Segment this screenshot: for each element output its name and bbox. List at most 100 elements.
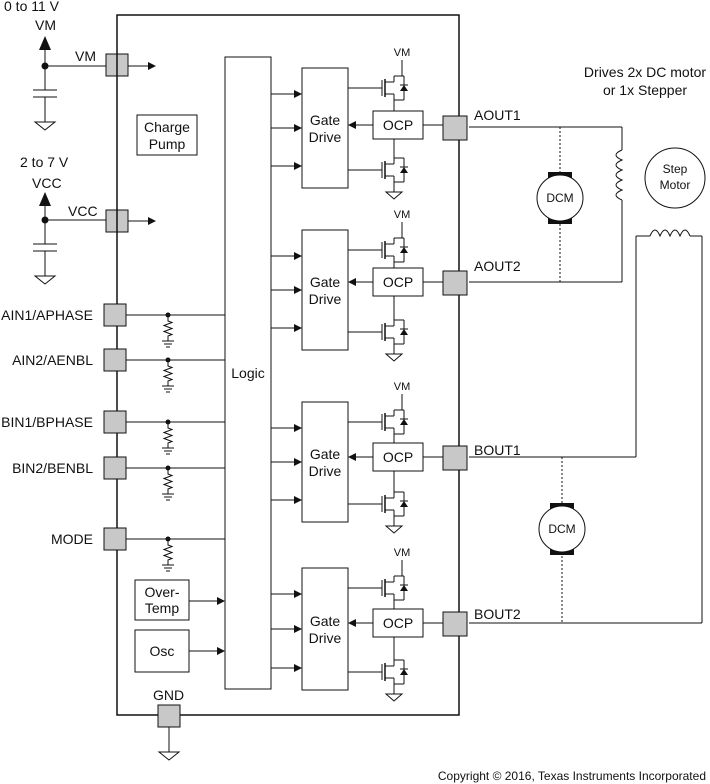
over-temp-label-1: Over- — [145, 584, 180, 600]
aout2-pin-label: AOUT2 — [474, 258, 521, 274]
vm-tag-label: VM — [394, 47, 411, 59]
mode-pulldown-resistor-icon — [162, 539, 174, 565]
bin2-pulldown-resistor-icon — [162, 468, 174, 494]
gate-drive-label-2: Drive — [309, 630, 342, 646]
vcc-supply: 2 to 7 V VCC VCC — [20, 154, 106, 285]
high-side-fet-icon — [381, 409, 408, 435]
stage-ground-icon — [384, 525, 404, 534]
logic-block — [224, 56, 272, 690]
output-stages: GateDriveVMOCPGateDriveVMOCPGateDriveVMO… — [271, 47, 468, 702]
aout2-pin — [442, 270, 468, 296]
aout1-pin-label: AOUT1 — [474, 107, 521, 123]
bout1-pin-label: BOUT1 — [474, 442, 521, 458]
vm-tag-label: VM — [394, 547, 411, 559]
ocp-block — [372, 267, 424, 297]
gate-drive-label-1: Gate — [310, 274, 341, 290]
ain2-pulldown-resistor-icon — [162, 360, 174, 386]
bout2-pin — [442, 611, 468, 637]
gate-drive-block — [301, 67, 349, 189]
ocp-label: OCP — [383, 615, 413, 631]
vm-supply-label: VM — [35, 17, 56, 33]
logic-label: Logic — [231, 365, 264, 381]
gate-drive-block — [301, 229, 349, 351]
dcm-a-motor-icon — [536, 174, 584, 222]
gate-drive-label-1: Gate — [310, 446, 341, 462]
vcc-pin-label: VCC — [68, 203, 98, 219]
gate-drive-label-1: Gate — [310, 613, 341, 629]
bin1-pin-label: BIN1/BPHASE — [1, 414, 93, 430]
bin1-pulldown-resistor-icon — [162, 422, 174, 448]
step-motor-label-2: Motor — [660, 178, 691, 192]
vm-ground-icon — [33, 121, 57, 131]
gnd-ground-icon — [157, 751, 181, 761]
low-side-fet-icon — [381, 659, 408, 685]
ocp-block — [372, 442, 424, 472]
dcm-b-motor-icon — [538, 505, 586, 553]
charge-pump-block — [136, 114, 198, 156]
charge-pump-label-2: Pump — [149, 136, 186, 152]
stage-ground-icon — [384, 191, 404, 200]
vcc-ground-icon — [33, 275, 57, 285]
vm-tag-label: VM — [394, 209, 411, 221]
gnd-pin-label: GND — [153, 687, 184, 703]
gate-drive-label-2: Drive — [309, 129, 342, 145]
bin2-pin-label: BIN2/BENBL — [12, 460, 93, 476]
ain1-pin — [103, 303, 127, 327]
high-side-fet-icon — [381, 75, 408, 101]
over-temp-label-2: Temp — [145, 600, 179, 616]
gate-drive-label-2: Drive — [309, 463, 342, 479]
vm-pin-label: VM — [75, 48, 96, 64]
ain2-pin-label: AIN2/AENBL — [12, 352, 93, 368]
ocp-label: OCP — [383, 274, 413, 290]
osc-block — [134, 629, 190, 673]
osc-label: Osc — [150, 643, 175, 659]
motor-wiring — [469, 126, 703, 624]
gate-drive-label-1: Gate — [310, 112, 341, 128]
bout2-pin-label: BOUT2 — [474, 606, 521, 622]
gate-drive-block — [301, 567, 349, 691]
gate-drive-block — [301, 401, 349, 523]
low-side-fet-icon — [381, 491, 408, 517]
vcc-range-label: 2 to 7 V — [20, 154, 69, 170]
high-side-fet-icon — [381, 237, 408, 263]
charge-pump-label-1: Charge — [144, 119, 190, 135]
gate-drive-label-2: Drive — [309, 291, 342, 307]
high-side-fet-icon — [381, 575, 408, 601]
copyright-notice: Copyright © 2016, Texas Instruments Inco… — [438, 769, 706, 783]
input-wires — [126, 312, 225, 572]
bout1-pin — [442, 445, 468, 471]
drives-note-line-2: or 1x Stepper — [603, 82, 687, 98]
bin1-pin — [103, 410, 127, 434]
over-temp-block — [134, 579, 190, 621]
ocp-label: OCP — [383, 117, 413, 133]
low-side-fet-icon — [381, 319, 408, 345]
low-side-fet-icon — [381, 157, 408, 183]
gnd-pin — [157, 704, 181, 728]
vm-supply-arrow — [39, 36, 51, 50]
vcc-supply-arrow — [39, 192, 51, 206]
ain1-pin-label: AIN1/APHASE — [1, 307, 93, 323]
mode-pin — [103, 527, 127, 551]
dcm-a-label: DCM — [546, 191, 573, 205]
bin2-pin — [103, 456, 127, 480]
vm-tag-label: VM — [394, 381, 411, 393]
ain1-pulldown-resistor-icon — [162, 315, 174, 341]
step-motor-label-1: Step — [663, 162, 688, 176]
mode-pin-label: MODE — [51, 531, 93, 547]
input-pins: AIN1/APHASE AIN2/AENBL BIN1/BPHASE BIN2/… — [1, 303, 127, 551]
ocp-label: OCP — [383, 449, 413, 465]
vm-supply: 0 to 11 V VM VM — [4, 0, 106, 131]
aout1-pin — [442, 115, 468, 141]
stage-ground-icon — [384, 693, 404, 702]
step-motor-icon — [644, 147, 706, 209]
ain2-pin — [103, 348, 127, 372]
vm-range-label: 0 to 11 V — [4, 0, 60, 14]
vcc-supply-label: VCC — [32, 175, 62, 191]
dcm-b-label: DCM — [548, 522, 575, 536]
drives-note-line-1: Drives 2x DC motor — [584, 64, 706, 80]
